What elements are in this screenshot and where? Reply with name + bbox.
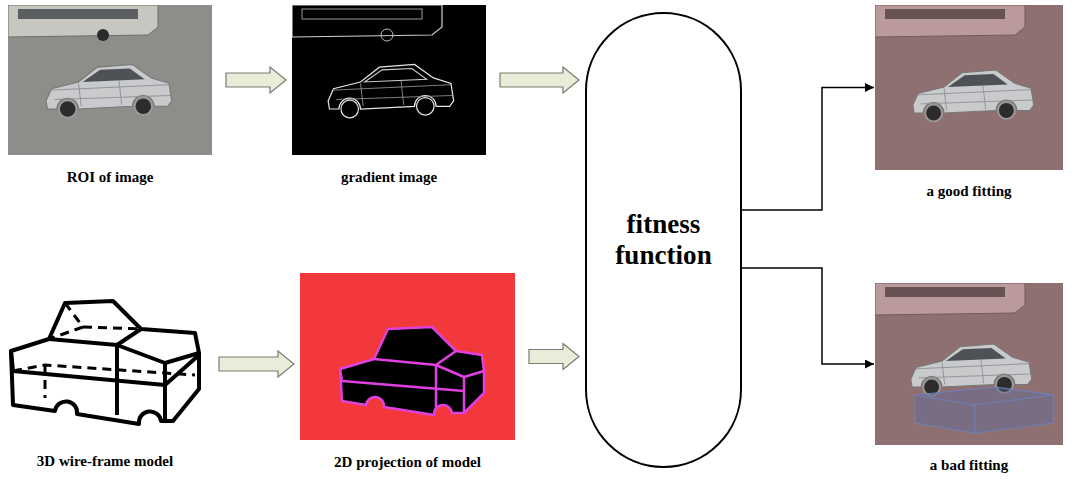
result-panel: a bad fitting [875,283,1063,445]
gradient-photo [292,5,486,155]
panel-caption: gradient image [341,169,437,186]
panel-caption: 2D projection of model [334,454,481,471]
block-arrow [500,67,579,93]
process-box: fitness function [585,12,742,468]
image-panel: 2D projection of model [300,273,515,440]
block-arrow [529,344,579,370]
photo [8,5,212,155]
panel-caption: a bad fitting [930,457,1008,474]
projection [300,273,515,440]
car-edges [328,64,454,117]
photo-ground [292,5,486,155]
photo-ground [875,5,1063,170]
car [913,70,1034,121]
connector-line [742,88,874,211]
car [911,344,1032,395]
block-arrow [219,351,294,377]
block-arrow [226,67,286,93]
box-label: fitness function [587,209,740,271]
projection-ground [300,273,515,440]
fitting-photo [875,283,1063,445]
wireframe-model [5,293,205,435]
bus [875,283,1025,315]
connector-line [742,268,874,364]
car [46,64,172,117]
photo-ground [875,283,1063,445]
fitting-photo [875,5,1063,170]
photo-ground [8,5,212,155]
car-silhouette [340,327,484,415]
panel-caption: a good fitting [926,183,1011,200]
hidden-edges [13,303,195,398]
result-panel: a good fitting [875,5,1063,170]
model-panel: 3D wire-frame model [5,293,205,435]
panel-caption: ROI of image [67,169,154,186]
misfit-model [915,387,1053,433]
image-panel: ROI of image [8,5,212,155]
image-panel: gradient image [292,5,486,155]
bus-edges [292,5,442,41]
bus [875,5,1025,37]
bus [8,5,158,41]
wireframe-edges [11,301,199,424]
panel-caption: 3D wire-frame model [37,453,173,470]
